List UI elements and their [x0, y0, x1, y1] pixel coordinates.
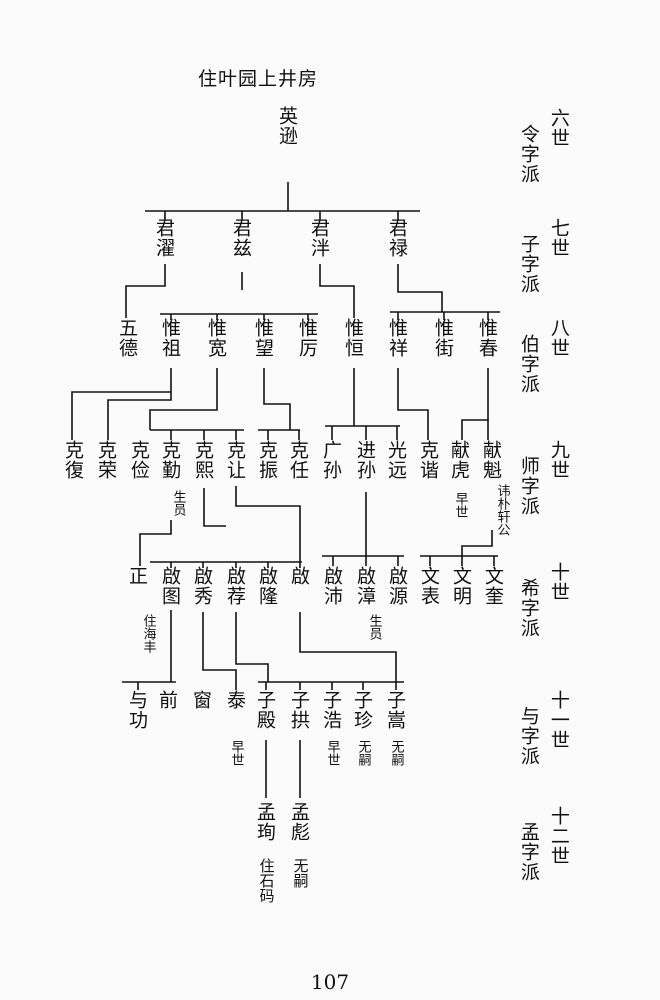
- member-qian: 前: [156, 690, 178, 710]
- sect-label: 伯字派: [517, 334, 540, 394]
- member-qi: 啟: [288, 566, 310, 586]
- member-qitu: 啟图: [159, 566, 181, 606]
- lineage-connector: [299, 612, 397, 682]
- member-zisong: 子嵩: [384, 690, 406, 730]
- lineage-connector: [71, 391, 171, 440]
- member-weizu: 惟祖: [159, 318, 181, 358]
- lineage-connector: [397, 264, 443, 312]
- sect-label: 令字派: [517, 124, 540, 184]
- member-zihao: 子浩: [320, 690, 342, 730]
- member-qiyuan: 啟源: [386, 566, 408, 606]
- member-kexi: 克熙: [192, 440, 214, 480]
- member-kejian: 克俭: [128, 440, 150, 480]
- member-note-zisong: 无嗣: [388, 740, 404, 766]
- generation-label: 十一世: [547, 690, 570, 750]
- member-xiankui: 献魁: [480, 440, 502, 480]
- member-note-qizhang: 生员: [366, 614, 382, 640]
- member-weikuan: 惟宽: [205, 318, 227, 358]
- lineage-connector: [202, 612, 237, 690]
- sect-label: 与字派: [517, 706, 540, 766]
- member-chuang: 窗: [190, 690, 212, 710]
- member-junlu: 君禄: [386, 218, 408, 258]
- generation-label: 六世: [547, 108, 570, 148]
- lineage-connector: [319, 264, 355, 318]
- member-tai: 泰: [224, 690, 246, 710]
- member-mengxun: 孟珣: [254, 802, 276, 842]
- generation-label: 八世: [547, 318, 570, 358]
- member-junzhuo: 君濯: [153, 218, 175, 258]
- member-weixiang: 惟祥: [386, 318, 408, 358]
- member-note-mengbiao: 无嗣: [291, 858, 310, 888]
- member-xianhu: 献虎: [448, 440, 470, 480]
- member-weiheng: 惟恒: [342, 318, 364, 358]
- lineage-connector: [149, 368, 218, 430]
- member-note-qitu: 住海丰: [140, 614, 156, 653]
- member-weiwang: 惟望: [252, 318, 274, 358]
- member-note-xiankui: 讳朴轩公: [494, 484, 510, 536]
- lineage-connector: [397, 368, 429, 440]
- member-zheng: 正: [126, 566, 148, 586]
- member-kefu: 克復: [62, 440, 84, 480]
- member-note-keqin: 生员: [170, 490, 186, 516]
- sect-label: 师字派: [517, 456, 540, 516]
- lineage-connector: [125, 264, 166, 318]
- member-keren: 克任: [287, 440, 309, 480]
- member-kerong: 克荣: [95, 440, 117, 480]
- sect-label: 希字派: [517, 578, 540, 638]
- lineage-connector: [461, 530, 493, 556]
- lineage-connector: [263, 368, 291, 430]
- member-qizhang: 啟漳: [354, 566, 376, 606]
- member-junpan: 君泮: [308, 218, 330, 258]
- member-keqin: 克勤: [159, 440, 181, 480]
- sect-label: 孟字派: [517, 822, 540, 882]
- member-yugong: 与功: [126, 690, 148, 730]
- member-wenbiao: 文表: [418, 566, 440, 606]
- member-weili: 惟厉: [296, 318, 318, 358]
- sect-label: 子字派: [517, 234, 540, 294]
- generation-label: 七世: [547, 218, 570, 258]
- lineage-connector: [235, 612, 269, 682]
- member-wenming: 文明: [450, 566, 472, 606]
- lineage-connector: [107, 368, 172, 440]
- member-note-mengxun: 住石码: [257, 858, 276, 903]
- member-kezhen: 克振: [256, 440, 278, 480]
- member-kerang: 克让: [224, 440, 246, 480]
- member-note-tai: 早世: [228, 740, 244, 766]
- member-jinsun: 进孙: [354, 440, 376, 480]
- lineage-connector: [461, 368, 489, 440]
- generation-label: 十二世: [547, 806, 570, 866]
- generation-label: 九世: [547, 440, 570, 480]
- member-zizhen: 子珍: [351, 690, 373, 730]
- lineage-connector: [139, 520, 172, 566]
- member-kexie: 克谐: [417, 440, 439, 480]
- member-qixiu: 啟秀: [191, 566, 213, 606]
- member-zigong: 子拱: [288, 690, 310, 730]
- lineage-connector: [235, 486, 301, 562]
- member-qijian: 啟荐: [224, 566, 246, 606]
- generation-label: 十世: [547, 562, 570, 602]
- member-note-xianhu: 早世: [452, 492, 468, 518]
- member-weijie: 惟街: [432, 318, 454, 358]
- member-junzi: 君兹: [230, 218, 252, 258]
- lineage-connector: [203, 488, 226, 527]
- member-qilong: 啟隆: [256, 566, 278, 606]
- member-note-zihao: 早世: [324, 740, 340, 766]
- member-wude: 五德: [116, 318, 138, 358]
- member-guangyuan: 光远: [385, 440, 407, 480]
- member-weichun: 惟春: [476, 318, 498, 358]
- member-note-zizhen: 无嗣: [355, 740, 371, 766]
- member-mengbiao: 孟彪: [288, 802, 310, 842]
- member-qipei: 啟沛: [321, 566, 343, 606]
- member-zidian: 子殿: [254, 690, 276, 730]
- page-number: 107: [310, 970, 350, 994]
- member-yingxun: 英逊: [276, 106, 298, 146]
- page-title: 住叶园上井房: [198, 68, 319, 90]
- member-guangsun: 广孙: [320, 440, 342, 480]
- member-wenkui: 文奎: [482, 566, 504, 606]
